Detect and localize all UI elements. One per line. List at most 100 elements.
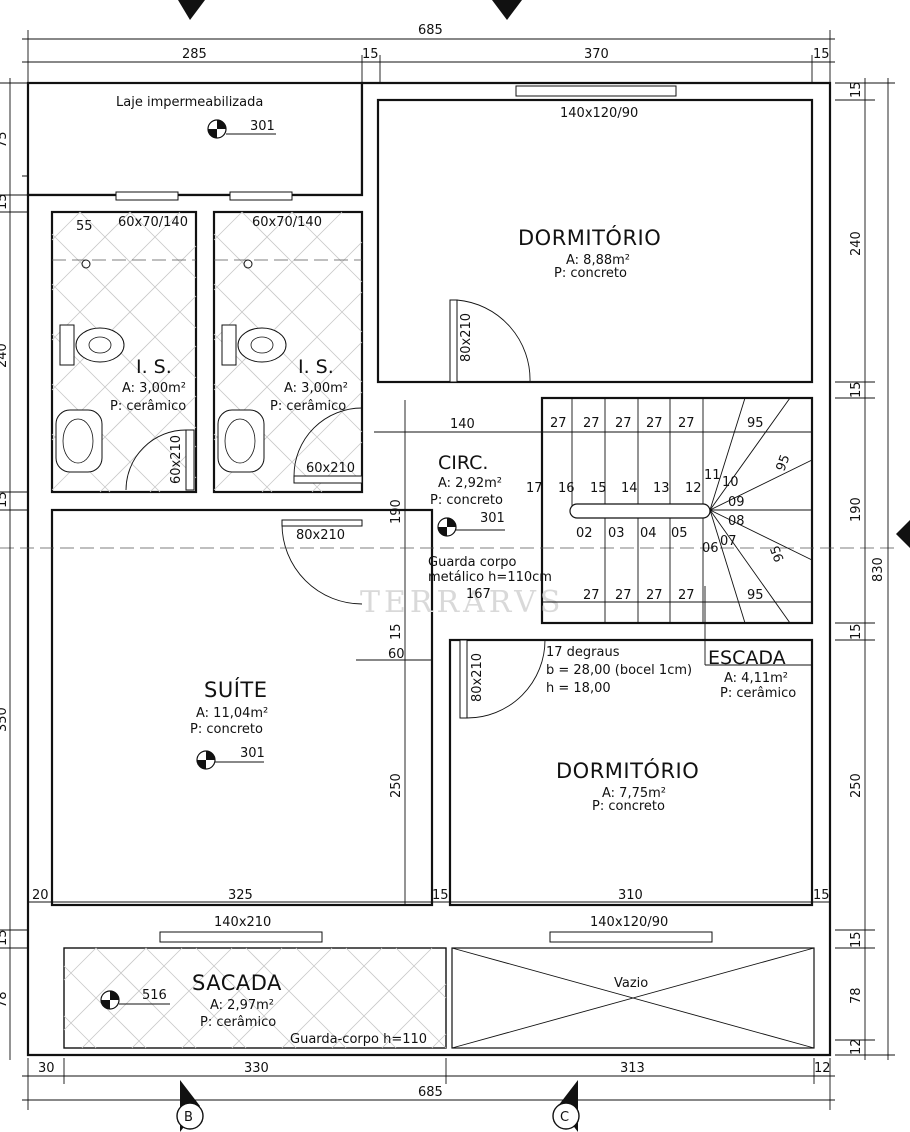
door-swing-dorm1 xyxy=(449,299,531,383)
room-dorm1-floor: P: concreto xyxy=(554,266,627,281)
step-11: 11 xyxy=(704,468,721,483)
step-14: 14 xyxy=(621,481,638,496)
window-bath2: 60x70/140 xyxy=(252,215,322,230)
dim-bottom-20: 20 xyxy=(32,888,49,903)
stair-side-95a: 95 xyxy=(774,453,794,474)
room-escada-floor: P: cerâmico xyxy=(720,686,796,701)
dim-bot-313: 313 xyxy=(620,1061,645,1076)
dim-right-250: 250 xyxy=(849,773,864,798)
dim-right-190: 190 xyxy=(849,497,864,522)
step-03: 03 xyxy=(608,526,625,541)
door-swing-bath2 xyxy=(293,407,363,484)
step-15: 15 xyxy=(590,481,607,496)
sacada-level: 516 xyxy=(142,988,167,1003)
door-dorm2: 80x210 xyxy=(470,653,485,702)
dim-top-15a: 15 xyxy=(362,47,379,62)
room-is1-name: I. S. xyxy=(136,356,172,378)
step-13: 13 xyxy=(653,481,670,496)
dim-left-b: 15 xyxy=(0,193,10,210)
sink-icon xyxy=(55,409,103,473)
door-dorm1: 80x210 xyxy=(459,313,474,362)
guarda-corpo-sacada: Guarda-corpo h=110 xyxy=(290,1032,427,1047)
room-dorm2-name: DORMITÓRIO xyxy=(556,758,699,783)
toilet-icon xyxy=(59,324,125,366)
dim-bot-30: 30 xyxy=(38,1061,55,1076)
dim-right-15b: 15 xyxy=(849,381,864,398)
room-circ-area: A: 2,92m² xyxy=(438,476,502,491)
step-04: 04 xyxy=(640,526,657,541)
stair-upper-27a: 27 xyxy=(550,416,567,431)
door-swing-suite xyxy=(281,519,363,605)
door-swing-bath1 xyxy=(125,429,195,491)
dim-bottom-310: 310 xyxy=(618,888,643,903)
stair-lower-27b: 27 xyxy=(615,588,632,603)
dim-right-240: 240 xyxy=(849,231,864,256)
right-dimension-lines xyxy=(835,78,895,1060)
dim-bot-330: 330 xyxy=(244,1061,269,1076)
step-10: 10 xyxy=(722,475,739,490)
stair-lines xyxy=(542,397,813,666)
dim-left-e: 350 xyxy=(0,707,10,732)
room-suite-name: SUÍTE xyxy=(204,677,268,702)
room-sacada-name: SACADA xyxy=(192,971,282,995)
door-swing-dorm2 xyxy=(459,639,546,719)
dim-bot-total: 685 xyxy=(418,1085,443,1100)
dim-bottom-325: 325 xyxy=(228,888,253,903)
dim-bath-55: 55 xyxy=(76,219,93,234)
room-sacada-area: A: 2,97m² xyxy=(210,998,274,1013)
shower-icon xyxy=(81,259,253,269)
axis-marker-top-right xyxy=(492,0,522,20)
dim-right-830: 830 xyxy=(871,557,886,582)
dim-left-g: 78 xyxy=(0,991,10,1008)
watermark: TERRARVS xyxy=(360,585,565,620)
room-dorm1-name: DORMITÓRIO xyxy=(518,225,661,250)
level-marker-sacada xyxy=(100,990,170,1010)
stair-upper-95: 95 xyxy=(747,416,764,431)
dim-right-15d: 15 xyxy=(849,931,864,948)
dim-top-15b: 15 xyxy=(813,47,830,62)
dim-suite-250: 250 xyxy=(389,773,404,798)
dim-left-c: 240 xyxy=(0,343,10,368)
axis-marker-right xyxy=(896,520,910,548)
stair-info-1: 17 degraus xyxy=(546,645,620,660)
stair-lower-27d: 27 xyxy=(678,588,695,603)
room-circ-floor: P: concreto xyxy=(430,493,503,508)
room-dorm1-area: A: 8,88m² xyxy=(566,253,630,268)
door-suite: 80x210 xyxy=(296,528,345,543)
circ-level: 301 xyxy=(480,511,505,526)
dim-bottom-15b: 15 xyxy=(813,888,830,903)
level-marker-circ xyxy=(437,517,505,537)
step-09: 09 xyxy=(728,495,745,510)
room-is1-floor: P: cerâmico xyxy=(110,399,186,414)
stair-side-95b: 95 xyxy=(768,543,788,564)
dim-circ-190: 190 xyxy=(389,499,404,524)
stair-upper-27e: 27 xyxy=(678,416,695,431)
level-marker-suite xyxy=(196,750,264,770)
stair-upper-27b: 27 xyxy=(583,416,600,431)
left-dimension-lines xyxy=(0,78,28,1060)
stair-lower-95: 95 xyxy=(747,588,764,603)
room-sacada-floor: P: cerâmico xyxy=(200,1015,276,1030)
room-is1-area: A: 3,00m² xyxy=(122,381,186,396)
window-marks xyxy=(115,85,713,943)
axis-marker-c xyxy=(552,1080,580,1132)
axis-marker-top-left xyxy=(178,0,205,20)
dim-left-a: 75 xyxy=(0,131,10,148)
dim-left-f: 15 xyxy=(0,929,10,946)
stair-lower-27c: 27 xyxy=(646,588,663,603)
dim-right-15c: 15 xyxy=(849,623,864,640)
room-is2-name: I. S. xyxy=(298,356,334,378)
dim-circ-60: 60 xyxy=(388,647,405,662)
stair-info-2: b = 28,00 (bocel 1cm) xyxy=(546,663,692,678)
guarda-corpo-line1: Guarda corpo xyxy=(428,555,516,570)
room-escada-name: ESCADA xyxy=(708,647,786,669)
laje-label: Laje impermeabilizada xyxy=(116,95,263,110)
step-06: 06 xyxy=(702,541,719,556)
sink-icon xyxy=(217,409,265,473)
room-dorm2-area: A: 7,75m² xyxy=(602,786,666,801)
level-marker-laje xyxy=(207,119,276,139)
step-05: 05 xyxy=(671,526,688,541)
axis-marker-b xyxy=(176,1080,204,1132)
window-bath1: 60x70/140 xyxy=(118,215,188,230)
